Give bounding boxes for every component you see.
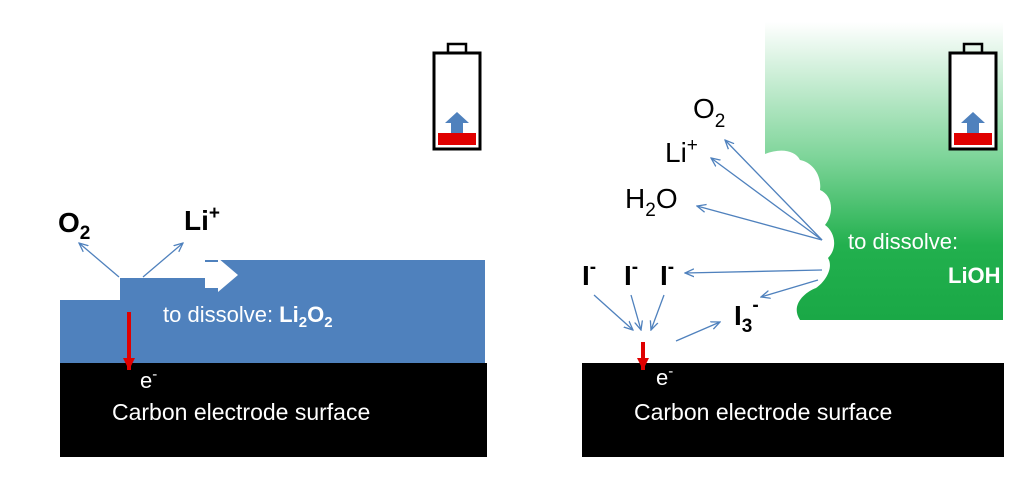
label-iodide-2: I- bbox=[624, 257, 638, 291]
i-sup: - bbox=[632, 257, 638, 278]
charge-up-arrow-icon bbox=[445, 112, 469, 133]
li-base: Li bbox=[665, 137, 687, 168]
label-o2-left: O2 bbox=[58, 207, 90, 244]
label-iodide-3: I- bbox=[660, 257, 674, 291]
lioh-layer bbox=[765, 22, 1003, 320]
arrow-to-o2 bbox=[79, 243, 120, 278]
i3-sub: 3 bbox=[742, 316, 753, 337]
fan-arrows bbox=[593, 140, 823, 342]
i-base: I bbox=[660, 260, 668, 291]
left-panel: O2 Li+ to dissolve: Li2O2 e- Carbon elec… bbox=[58, 42, 487, 457]
li-sup: + bbox=[687, 135, 698, 156]
h2o-sub: 2 bbox=[645, 200, 656, 221]
electrode-label-right: Carbon electrode surface bbox=[634, 399, 892, 425]
carbon-electrode-left bbox=[60, 363, 487, 457]
li2o2-b: O bbox=[307, 302, 324, 327]
e-sup: - bbox=[668, 363, 673, 380]
li-base: Li bbox=[184, 205, 209, 236]
carbon-electrode-right bbox=[582, 363, 1004, 457]
label-iodide-1: I- bbox=[582, 257, 596, 291]
battery-charge-level bbox=[954, 133, 992, 145]
label-li-plus-left: Li+ bbox=[184, 203, 220, 236]
label-h2o: H2O bbox=[625, 183, 678, 221]
o2-base: O bbox=[58, 207, 80, 238]
e-sup: - bbox=[152, 366, 157, 383]
dissolve-prefix: to dissolve: bbox=[163, 302, 279, 327]
h2o-b: O bbox=[656, 183, 678, 214]
i3-sup: - bbox=[752, 295, 758, 316]
o2-sub: 2 bbox=[80, 223, 91, 244]
label-dissolve-li2o2: to dissolve: Li2O2 bbox=[163, 302, 333, 331]
li2o2-layer bbox=[60, 260, 485, 366]
charge-up-arrow-icon bbox=[961, 112, 985, 133]
label-electron-right: e- bbox=[656, 363, 673, 390]
h2o-a: H bbox=[625, 183, 645, 214]
label-li-plus-right: Li+ bbox=[665, 135, 698, 168]
battery-icon bbox=[948, 42, 998, 151]
li2o2-a: Li bbox=[279, 302, 299, 327]
i-base: I bbox=[582, 260, 590, 291]
i-sup: - bbox=[668, 257, 674, 278]
label-o2-right: O2 bbox=[693, 93, 725, 132]
label-dissolve-lioh-2: LiOH bbox=[948, 263, 1001, 288]
label-triiodide: I3- bbox=[734, 295, 759, 337]
i3-base: I bbox=[734, 300, 742, 331]
white-block-arrow-icon bbox=[205, 258, 238, 292]
li2o2-b-sub: 2 bbox=[324, 314, 332, 331]
right-panel: O2 Li+ H2O I- I- I- I3- to dissolve: LiO… bbox=[582, 22, 1004, 457]
e-base: e bbox=[656, 365, 668, 390]
li-sup: + bbox=[209, 203, 220, 224]
i-base: I bbox=[624, 260, 632, 291]
i-sup: - bbox=[590, 257, 596, 278]
o2-base: O bbox=[693, 93, 715, 124]
battery-charge-level bbox=[438, 133, 476, 145]
e-base: e bbox=[140, 368, 152, 393]
label-electron-left: e- bbox=[140, 366, 157, 393]
electrode-label-left: Carbon electrode surface bbox=[112, 399, 370, 425]
o2-sub: 2 bbox=[715, 111, 726, 132]
battery-icon bbox=[432, 42, 482, 151]
arrow-to-li-plus bbox=[142, 243, 183, 278]
li2o2-a-sub: 2 bbox=[299, 314, 307, 331]
label-dissolve-lioh-1: to dissolve: bbox=[848, 229, 958, 254]
